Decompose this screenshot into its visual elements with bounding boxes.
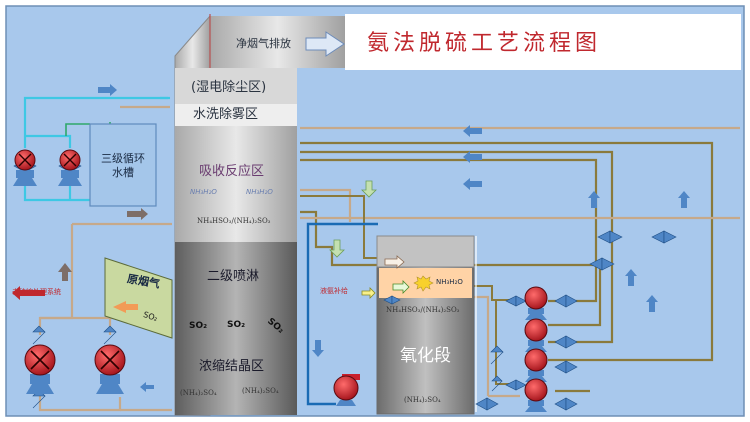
chem-so2-1: SO₂ <box>189 321 208 331</box>
zone-absorption: 吸收反应区 <box>199 164 265 179</box>
exhaust-arrow <box>305 31 345 57</box>
ammonium-system-label: 去硫铵处理系统 <box>12 288 61 296</box>
raw-gas-arrow <box>113 301 138 313</box>
green-pipe <box>65 123 90 136</box>
wesp-section <box>175 68 297 104</box>
zone-wesp: (湿电除尘区) <box>191 80 267 95</box>
oxidation-absorb-mix: NH₄HSO₃/(NH₄)₂SO₃ <box>386 306 460 314</box>
tank-label: 三级循环水槽 <box>101 152 145 179</box>
chem-sulfate-2: (NH₄)₂SO₄ <box>242 387 279 395</box>
oxidation-label: 氧化段 <box>400 346 451 366</box>
circulation-tank <box>89 123 157 207</box>
water-pipes <box>23 96 170 202</box>
water-wash-section <box>175 104 297 126</box>
zone-secondary-spray: 二级喷淋 <box>207 269 260 284</box>
oxidation-nh3h2o: NH₃H₂O <box>436 278 463 286</box>
ammonia-supplement-label: 液氨补给 <box>320 287 348 295</box>
tower-lower-section <box>175 242 297 415</box>
oxidation-inlet-arrow <box>384 255 405 269</box>
chem-nh3h2o-1: NH₃H₂O <box>190 188 217 196</box>
chem-sulfate-1: (NH₄)₂SO₄ <box>180 389 217 397</box>
exhaust-label: 净烟气排放 <box>236 37 291 50</box>
oxidation-blower <box>333 374 360 406</box>
reaction-star <box>413 275 434 292</box>
title-panel <box>345 14 741 70</box>
zone-water-wash: 水洗除雾区 <box>193 107 259 122</box>
raw-gas-inlet <box>104 257 173 339</box>
absorption-section <box>175 126 297 242</box>
chem-absorb-mix: NH₄HSO₃/(NH₄)₂SO₃ <box>197 217 271 225</box>
pumps <box>13 149 548 412</box>
oxidation-sulfate: (NH₄)₂SO₄ <box>404 396 441 404</box>
chem-nh3h2o-2: NH₃H₂O <box>246 188 273 196</box>
diagram-title: 氨法脱硫工艺流程图 <box>367 31 602 56</box>
ammonium-out-arrow <box>12 286 45 300</box>
chem-so2-2: SO₂ <box>227 320 246 330</box>
flow-arrows <box>98 84 690 392</box>
zone-concentration: 浓缩结晶区 <box>199 359 265 374</box>
